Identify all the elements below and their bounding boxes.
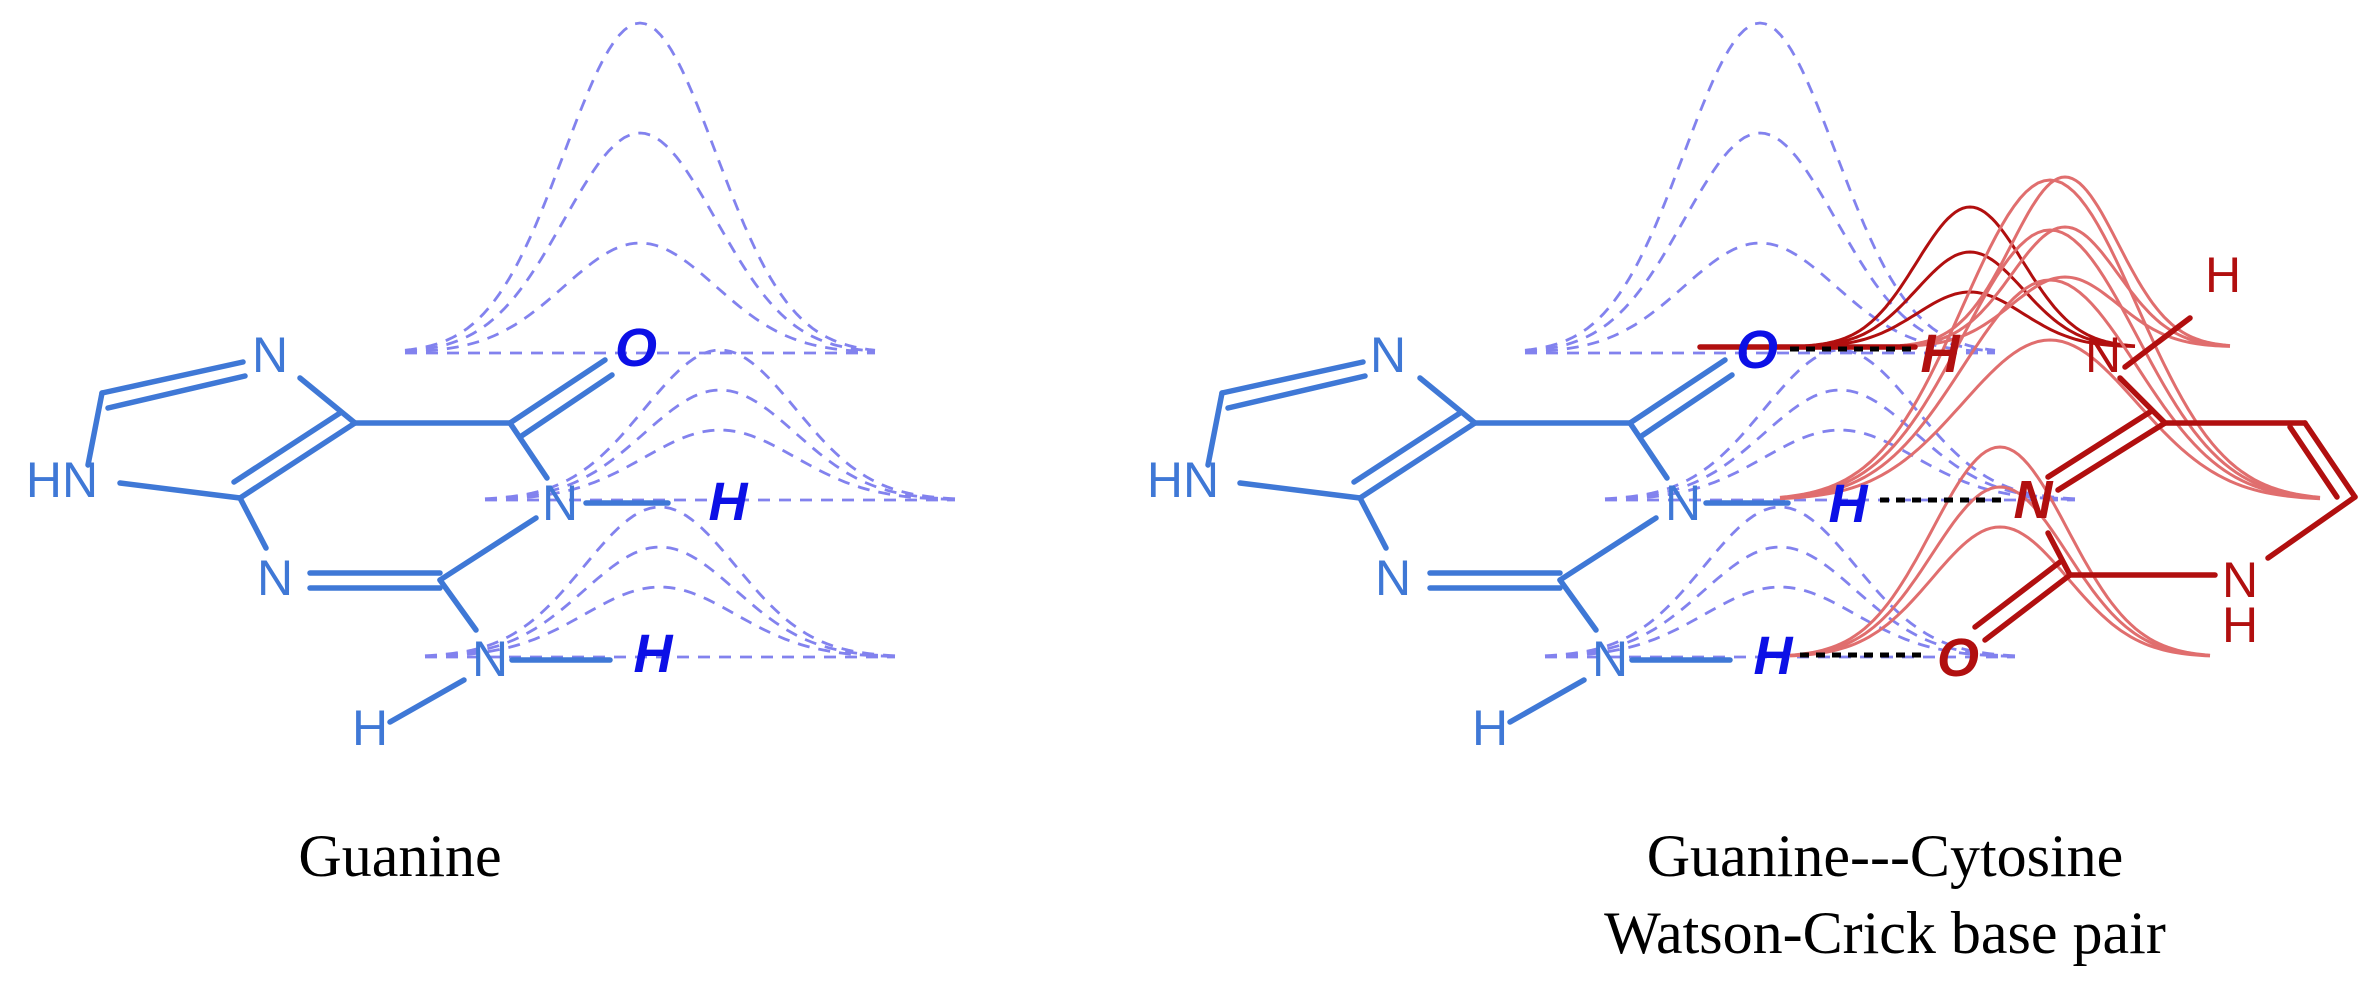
c-bond-9 xyxy=(2055,420,2168,493)
bond-3 xyxy=(117,480,243,501)
atom-c-nh-ring: N xyxy=(2222,552,2258,608)
c-orbital-lobe-0-1 xyxy=(1804,250,2136,348)
atom-n-lower: N xyxy=(1375,550,1411,606)
orbital-lobes xyxy=(404,21,956,659)
atom-c-h-amino-emphasis: H xyxy=(1921,324,1961,384)
c-orbital-lobe-3-0 xyxy=(1789,445,2211,657)
guanine-orbital-lobes xyxy=(1524,21,2076,659)
caption-guanine: Guanine xyxy=(298,823,501,889)
atom-n-lower: N xyxy=(257,550,293,606)
bond-7 xyxy=(237,495,269,551)
atom-h-amine-emphasis: H xyxy=(1754,626,1794,686)
atom-c-n-amino: N xyxy=(2085,327,2121,383)
c-orbital-lobe-2-1 xyxy=(1779,228,2321,500)
bond-6 xyxy=(231,410,343,485)
bond-1 xyxy=(1225,373,1368,411)
c-bond-2 xyxy=(2117,375,2168,426)
atom-h-amine-emphasis: H xyxy=(634,624,674,684)
bond-5 xyxy=(237,420,358,501)
hydrogen-bonds xyxy=(1790,346,2005,658)
orbital-lobe-0-1 xyxy=(1524,131,1996,353)
bond-15 xyxy=(507,420,550,481)
guanine-bonds-pair xyxy=(1205,357,1791,725)
caption-pair-line-1: Guanine---Cytosine xyxy=(1647,823,2124,889)
c-bond-10 xyxy=(2045,409,2153,480)
cytosine-orbital-lobes xyxy=(1779,175,2321,658)
c-bond-4 xyxy=(2302,420,2358,500)
bond-2 xyxy=(1205,390,1225,468)
atom-h-amine: H xyxy=(1472,700,1508,756)
c-orbital-lobe-3-1 xyxy=(1789,485,2211,658)
orbital-lobe-0-1 xyxy=(404,131,876,353)
c-orbital-lobe-3-2 xyxy=(1789,525,2211,658)
c-bond-5 xyxy=(2287,424,2340,500)
bond-11 xyxy=(437,577,479,633)
atom-o-carbonyl: O xyxy=(615,318,657,378)
c-bond-11 xyxy=(1982,572,2073,643)
bond-10 xyxy=(437,515,539,583)
c-orbital-lobe-2-3 xyxy=(1779,338,2321,501)
bond-4 xyxy=(297,375,358,426)
bond-18 xyxy=(1507,677,1587,725)
bond-0 xyxy=(99,359,246,396)
atom-h-n1: H xyxy=(709,472,749,532)
bond-3 xyxy=(1237,480,1363,501)
bond-7 xyxy=(1357,495,1389,551)
atom-o-carbonyl: O xyxy=(1736,320,1778,380)
atom-c-nh-ring-h: H xyxy=(2222,597,2258,653)
guanine-panel: N HN N N N H O H H Guanine xyxy=(26,21,956,889)
c-bond-12 xyxy=(1972,559,2063,630)
orbital-lobe-0-0 xyxy=(1524,21,1996,352)
bond-6 xyxy=(1351,410,1463,485)
c-orbital-lobe-1-2 xyxy=(1899,275,2231,348)
bond-2 xyxy=(85,390,105,468)
atom-n-amine: N xyxy=(472,631,508,687)
atom-h-amine: H xyxy=(352,700,388,756)
bond-18 xyxy=(387,677,467,725)
bond-14 xyxy=(1637,372,1735,440)
bond-11 xyxy=(1557,577,1599,633)
bond-4 xyxy=(1417,375,1478,426)
bond-15 xyxy=(1627,420,1670,481)
cytosine-bonds xyxy=(1697,315,2358,643)
c-orbital-lobe-0-0 xyxy=(1804,205,2136,348)
caption-pair-line-2: Watson-Crick base pair xyxy=(1604,900,2166,966)
c-orbital-lobe-2-0 xyxy=(1779,178,2321,499)
atom-c-o-emphasis: O xyxy=(1937,628,1979,688)
atom-c-n3-emphasis: N xyxy=(2014,470,2054,530)
base-pair-panel: N HN N N N H O H H H N H N N H O Guanine… xyxy=(1147,21,2358,966)
atom-n1: N xyxy=(542,475,578,531)
orbital-lobe-0-0 xyxy=(404,21,876,352)
atom-n1: N xyxy=(1665,475,1701,531)
bond-10 xyxy=(1557,515,1659,583)
c-bond-6 xyxy=(2265,494,2358,561)
atom-hn-imidazole: HN xyxy=(26,452,98,508)
bond-1 xyxy=(105,373,248,411)
atom-hn-imidazole: HN xyxy=(1147,452,1219,508)
bond-13 xyxy=(1627,357,1728,426)
c-orbital-lobe-1-1 xyxy=(1899,225,2231,348)
c-orbital-lobe-2-2 xyxy=(1779,278,2321,500)
c-bond-8 xyxy=(2045,530,2073,578)
atom-n-top: N xyxy=(252,327,288,383)
guanine-bonds xyxy=(85,357,671,725)
atom-h-n1: H xyxy=(1829,474,1869,534)
c-bond-1 xyxy=(2122,315,2193,370)
atom-n-top: N xyxy=(1370,327,1406,383)
atom-n-amine: N xyxy=(1592,631,1628,687)
bond-5 xyxy=(1357,420,1478,501)
atom-c-h-amino: H xyxy=(2205,247,2241,303)
bond-0 xyxy=(1219,359,1366,396)
bond-13 xyxy=(507,357,608,426)
bond-14 xyxy=(517,372,615,440)
